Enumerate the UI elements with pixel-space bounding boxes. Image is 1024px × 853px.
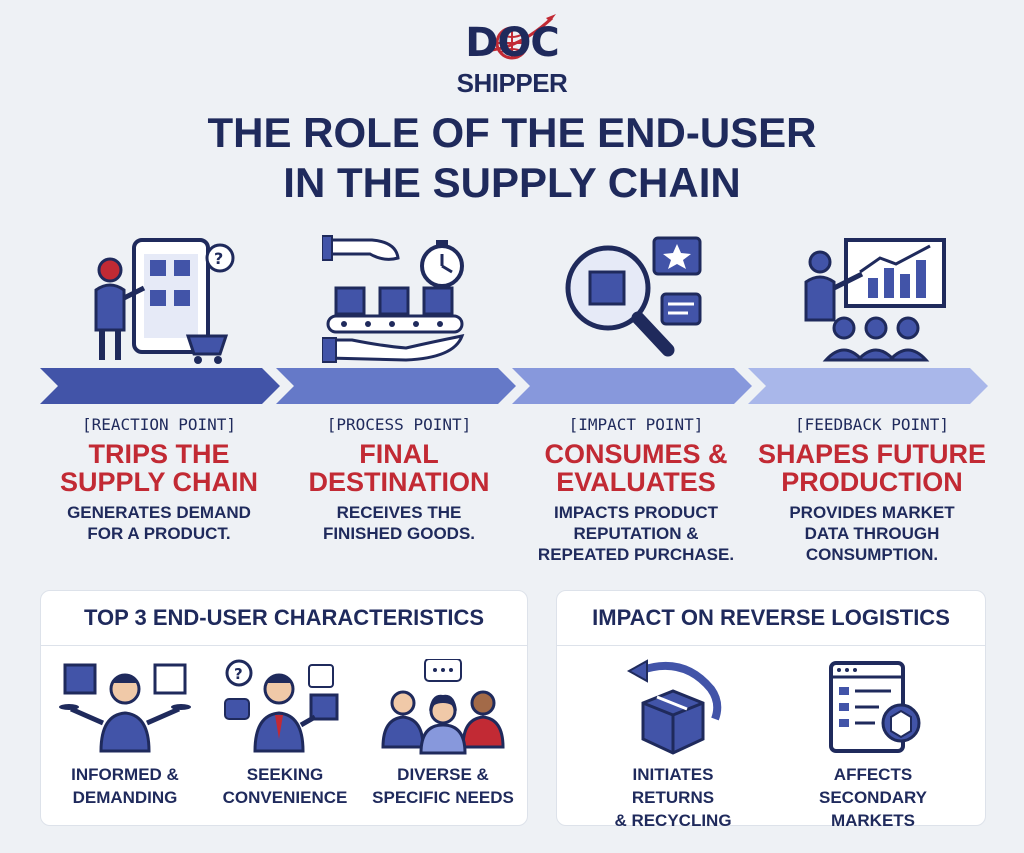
step-description-line: FINISHED GOODS. <box>322 524 476 543</box>
characteristic-label-line: INFORMED & <box>71 765 179 784</box>
step-heading: CONSUMES & EVALUATES <box>521 440 751 496</box>
characteristics-panel: TOP 3 END-USER CHARACTERISTICS INFORMED … <box>40 590 528 826</box>
step-description-line: REPEATED PURCHASE. <box>537 545 735 564</box>
step-process-point: [PROCESS POINT] FINAL DESTINATION RECEIV… <box>284 414 514 544</box>
step-description-line: FOR A PRODUCT. <box>87 524 231 543</box>
step-heading-line: TRIPS THE <box>88 439 230 469</box>
characteristic-label: INFORMED & DEMANDING <box>45 763 205 809</box>
step-heading-line: SUPPLY CHAIN <box>59 467 259 497</box>
svg-text:?: ? <box>214 249 223 268</box>
reverse-logistics-label-line: & RECYCLING <box>614 811 732 830</box>
arrow-segment-3 <box>512 368 752 404</box>
step-description-line: GENERATES DEMAND <box>67 503 251 522</box>
group-icon <box>381 659 505 755</box>
step-heading-line: SHAPES FUTURE <box>757 439 987 469</box>
step-description: GENERATES DEMAND FOR A PRODUCT. <box>44 502 274 544</box>
panel-divider <box>557 645 985 646</box>
conveyor-delivery-icon <box>322 235 465 363</box>
step-heading-line: DESTINATION <box>308 467 490 497</box>
step-heading: TRIPS THE SUPPLY CHAIN <box>44 440 274 496</box>
characteristic-label-line: SEEKING <box>246 765 324 784</box>
reverse-logistics-label-line: INITIATES RETURNS <box>631 765 715 807</box>
characteristic-label-line: CONVENIENCE <box>222 788 348 807</box>
reverse-logistics-label-line: AFFECTS SECONDARY <box>819 765 927 807</box>
step-description: IMPACTS PRODUCT REPUTATION & REPEATED PU… <box>521 502 751 565</box>
step-description-line: CONSUMPTION. <box>805 545 939 564</box>
step-description-line: PROVIDES MARKET <box>789 503 955 522</box>
step-tag: [IMPACT POINT] <box>568 415 704 434</box>
logo-shipper-text: SHIPPER <box>456 68 568 98</box>
businessman-icon: ? <box>224 659 339 753</box>
characteristic-label-line: SPECIFIC NEEDS <box>372 788 514 807</box>
step-heading: FINAL DESTINATION <box>284 440 514 496</box>
marketplace-icon <box>829 661 921 753</box>
step-heading-line: CONSUMES & <box>544 439 728 469</box>
step-heading: SHAPES FUTURE PRODUCTION <box>757 440 987 496</box>
reverse-logistics-label: AFFECTS SECONDARY MARKETS <box>793 763 953 832</box>
step-impact-point: [IMPACT POINT] CONSUMES & EVALUATES IMPA… <box>521 414 751 565</box>
doc-shipper-logo: DOC SHIPPER <box>452 6 572 102</box>
step-feedback-point: [FEEDBACK POINT] SHAPES FUTURE PRODUCTIO… <box>757 414 987 565</box>
step-description-line: IMPACTS PRODUCT <box>553 503 718 522</box>
characteristic-label: SEEKING CONVENIENCE <box>205 763 365 809</box>
title-line-2: IN THE SUPPLY CHAIN <box>283 159 741 206</box>
arrow-segment-4 <box>748 368 988 404</box>
reverse-logistics-label: INITIATES RETURNS & RECYCLING <box>593 763 753 832</box>
step-tag: [PROCESS POINT] <box>326 415 472 434</box>
reverse-logistics-title: IMPACT ON REVERSE LOGISTICS <box>592 605 950 630</box>
step-heading-line: PRODUCTION <box>781 467 963 497</box>
characteristic-label-line: DIVERSE & <box>397 765 489 784</box>
reverse-logistics-panel: IMPACT ON REVERSE LOGISTICS INITIATES RE… <box>556 590 986 830</box>
page-title: THE ROLE OF THE END-USER IN THE SUPPLY C… <box>100 108 924 208</box>
title-line-1: THE ROLE OF THE END-USER <box>207 109 817 156</box>
arrow-segment-1 <box>40 368 280 404</box>
return-box-icon <box>626 659 722 755</box>
reverse-logistics-label-line: MARKETS <box>830 811 916 830</box>
panel-divider <box>41 645 527 646</box>
characteristics-title: TOP 3 END-USER CHARACTERISTICS <box>83 605 485 630</box>
step-heading-line: FINAL <box>359 439 439 469</box>
svg-text:?: ? <box>234 665 243 683</box>
step-description-line: DATA THROUGH <box>804 524 940 543</box>
step-description-line: RECEIVES THE <box>336 503 462 522</box>
online-shopping-icon: ? <box>94 238 235 364</box>
magnifier-review-icon <box>565 236 702 357</box>
step-description-line: REPUTATION & <box>573 524 699 543</box>
step-description: RECEIVES THE FINISHED GOODS. <box>284 502 514 544</box>
logo-doc-text: DOC <box>465 20 560 66</box>
arrow-segment-2 <box>276 368 516 404</box>
sparkle-icon <box>957 787 985 815</box>
step-description: PROVIDES MARKET DATA THROUGH CONSUMPTION… <box>757 502 987 565</box>
step-reaction-point: [REACTION POINT] TRIPS THE SUPPLY CHAIN … <box>44 414 274 544</box>
characteristic-label-line: DEMANDING <box>72 788 178 807</box>
process-arrow-band <box>40 368 988 404</box>
characteristic-label: DIVERSE & SPECIFIC NEEDS <box>363 763 523 809</box>
step-heading-line: EVALUATES <box>556 467 716 497</box>
step-tag: [FEEDBACK POINT] <box>794 415 950 434</box>
presentation-icon <box>804 238 946 362</box>
informed-user-icon <box>59 663 191 753</box>
step-tag: [REACTION POINT] <box>81 415 237 434</box>
plane-globe-icon <box>491 14 556 60</box>
